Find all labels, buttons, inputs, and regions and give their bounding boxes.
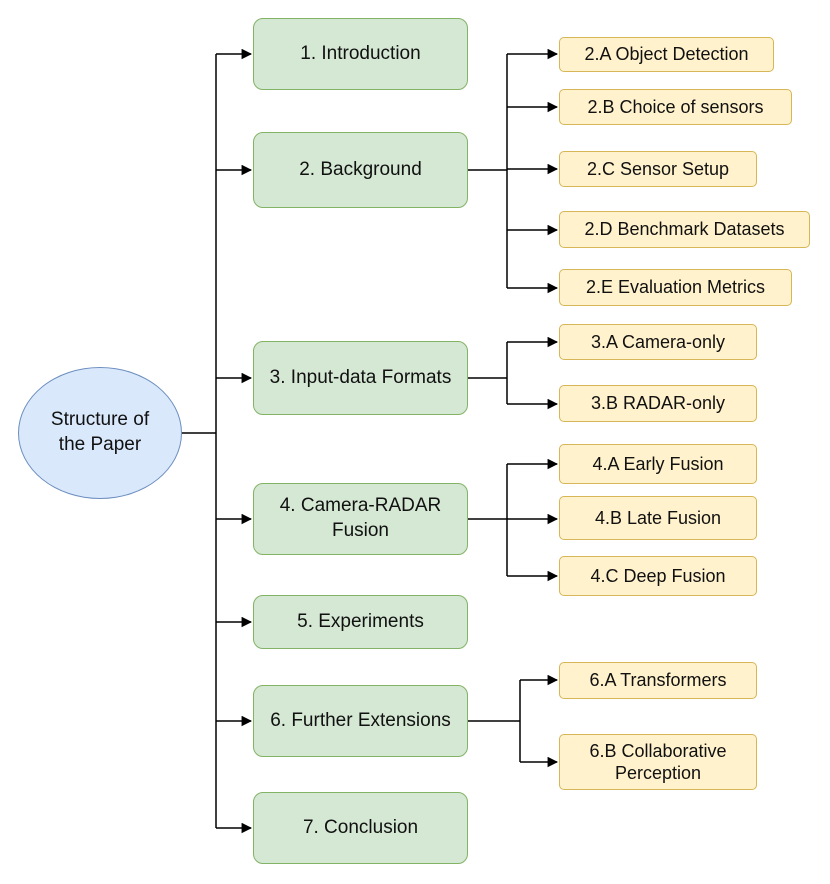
subsection-4a: 4.A Early Fusion: [559, 444, 757, 484]
subsection-label: 2.E Evaluation Metrics: [585, 277, 766, 298]
section-further-extensions: 6. Further Extensions: [253, 685, 468, 757]
subsection-label: 2.B Choice of sensors: [587, 96, 764, 117]
section-label: 5. Experiments: [297, 610, 424, 632]
section-label: 1. Introduction: [300, 42, 421, 64]
subsection-2b: 2.B Choice of sensors: [559, 89, 792, 125]
subsection-6b: 6.B Collaborative Perception: [559, 734, 757, 790]
section-label: 3. Input-data Formats: [269, 366, 452, 388]
subsection-2e: 2.E Evaluation Metrics: [559, 269, 792, 306]
subsection-4b: 4.B Late Fusion: [559, 496, 757, 540]
section-camera-radar-fusion: 4. Camera-RADAR Fusion: [253, 483, 468, 555]
root-node: Structure of the Paper: [18, 367, 182, 499]
section-label: 6. Further Extensions: [270, 709, 451, 731]
section-label: 7. Conclusion: [302, 816, 419, 838]
subsection-6a: 6.A Transformers: [559, 662, 757, 699]
section-background: 2. Background: [253, 132, 468, 208]
subsection-label: 6.A Transformers: [589, 670, 727, 691]
subsection-2a: 2.A Object Detection: [559, 37, 774, 72]
section-input-data-formats: 3. Input-data Formats: [253, 341, 468, 415]
subsection-label: 2.A Object Detection: [584, 44, 749, 65]
subsection-label: 4.C Deep Fusion: [590, 565, 726, 586]
subsection-3a: 3.A Camera-only: [559, 324, 757, 360]
root-label: Structure of the Paper: [50, 409, 150, 455]
subsection-4c: 4.C Deep Fusion: [559, 556, 757, 596]
subsection-label: 2.D Benchmark Datasets: [584, 219, 785, 240]
subsection-3b: 3.B RADAR-only: [559, 385, 757, 422]
subsection-2c: 2.C Sensor Setup: [559, 151, 757, 187]
subsection-label: 4.A Early Fusion: [592, 453, 724, 474]
section-label: 4. Camera-RADAR Fusion: [279, 495, 442, 541]
section-introduction: 1. Introduction: [253, 18, 468, 90]
subsection-label: 3.B RADAR-only: [590, 393, 726, 414]
subsection-label: 2.C Sensor Setup: [586, 158, 730, 179]
subsection-label: 4.B Late Fusion: [594, 507, 722, 528]
subsection-label: 6.B Collaborative Perception: [589, 740, 727, 784]
subsection-label: 3.A Camera-only: [590, 331, 726, 352]
section-label: 2. Background: [299, 158, 422, 180]
section-conclusion: 7. Conclusion: [253, 792, 468, 864]
subsection-2d: 2.D Benchmark Datasets: [559, 211, 810, 248]
section-experiments: 5. Experiments: [253, 595, 468, 649]
